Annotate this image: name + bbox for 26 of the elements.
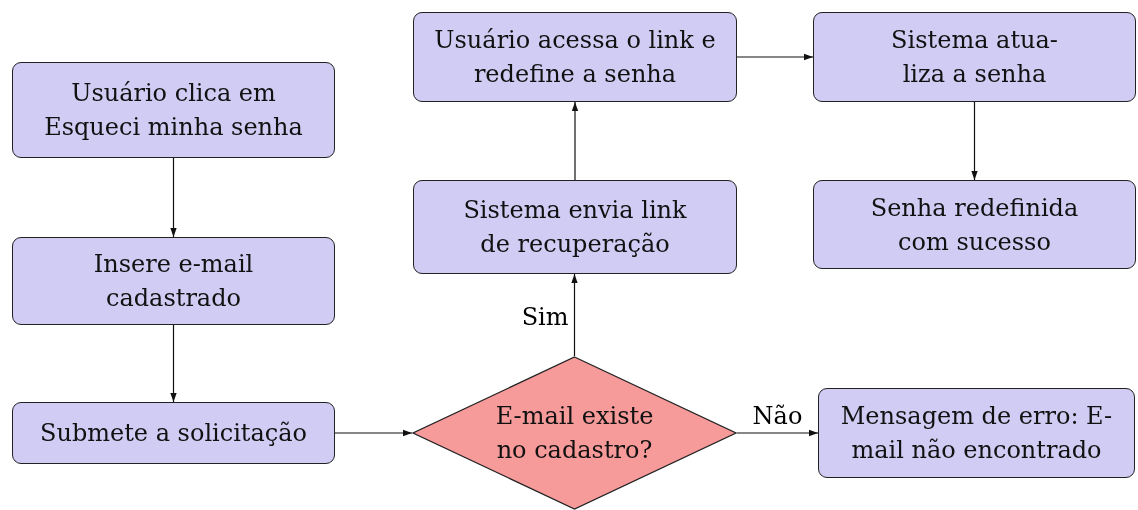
process-box: [818, 388, 1135, 478]
process-box: [12, 237, 335, 325]
node-text: Sistema envia link de recuperação: [462, 195, 688, 260]
arrow: [971, 101, 978, 181]
process-box: [813, 12, 1136, 102]
arrow: [170, 324, 177, 403]
node-text: Usuário clica em Esqueci minha senha: [43, 78, 304, 143]
process-box: [413, 180, 737, 274]
arrow: [170, 157, 177, 238]
node-text: Mensagem de erro: E- mail não encontrado: [839, 401, 1114, 466]
node-text: Senha redefinida com sucesso: [869, 192, 1080, 258]
node-text: Insere e-mail cadastrado: [92, 249, 255, 314]
arrow: [571, 273, 578, 357]
node-text: Usuário acessa o link e redefine a senha: [433, 25, 717, 90]
process-box: [12, 402, 335, 464]
process-box: [12, 62, 335, 158]
process-box: [813, 180, 1136, 269]
node-text: Sistema atua- liza a senha: [890, 25, 1059, 90]
arrow: [571, 101, 579, 181]
node-text: Submete a solicitação: [39, 418, 308, 449]
arrow: [736, 53, 814, 61]
decision-diamond: [412, 356, 737, 510]
arrow: [736, 429, 819, 437]
arrow: [334, 429, 413, 437]
node-text: E-mail existe no cadastro?: [494, 401, 655, 466]
process-box: [413, 12, 737, 102]
